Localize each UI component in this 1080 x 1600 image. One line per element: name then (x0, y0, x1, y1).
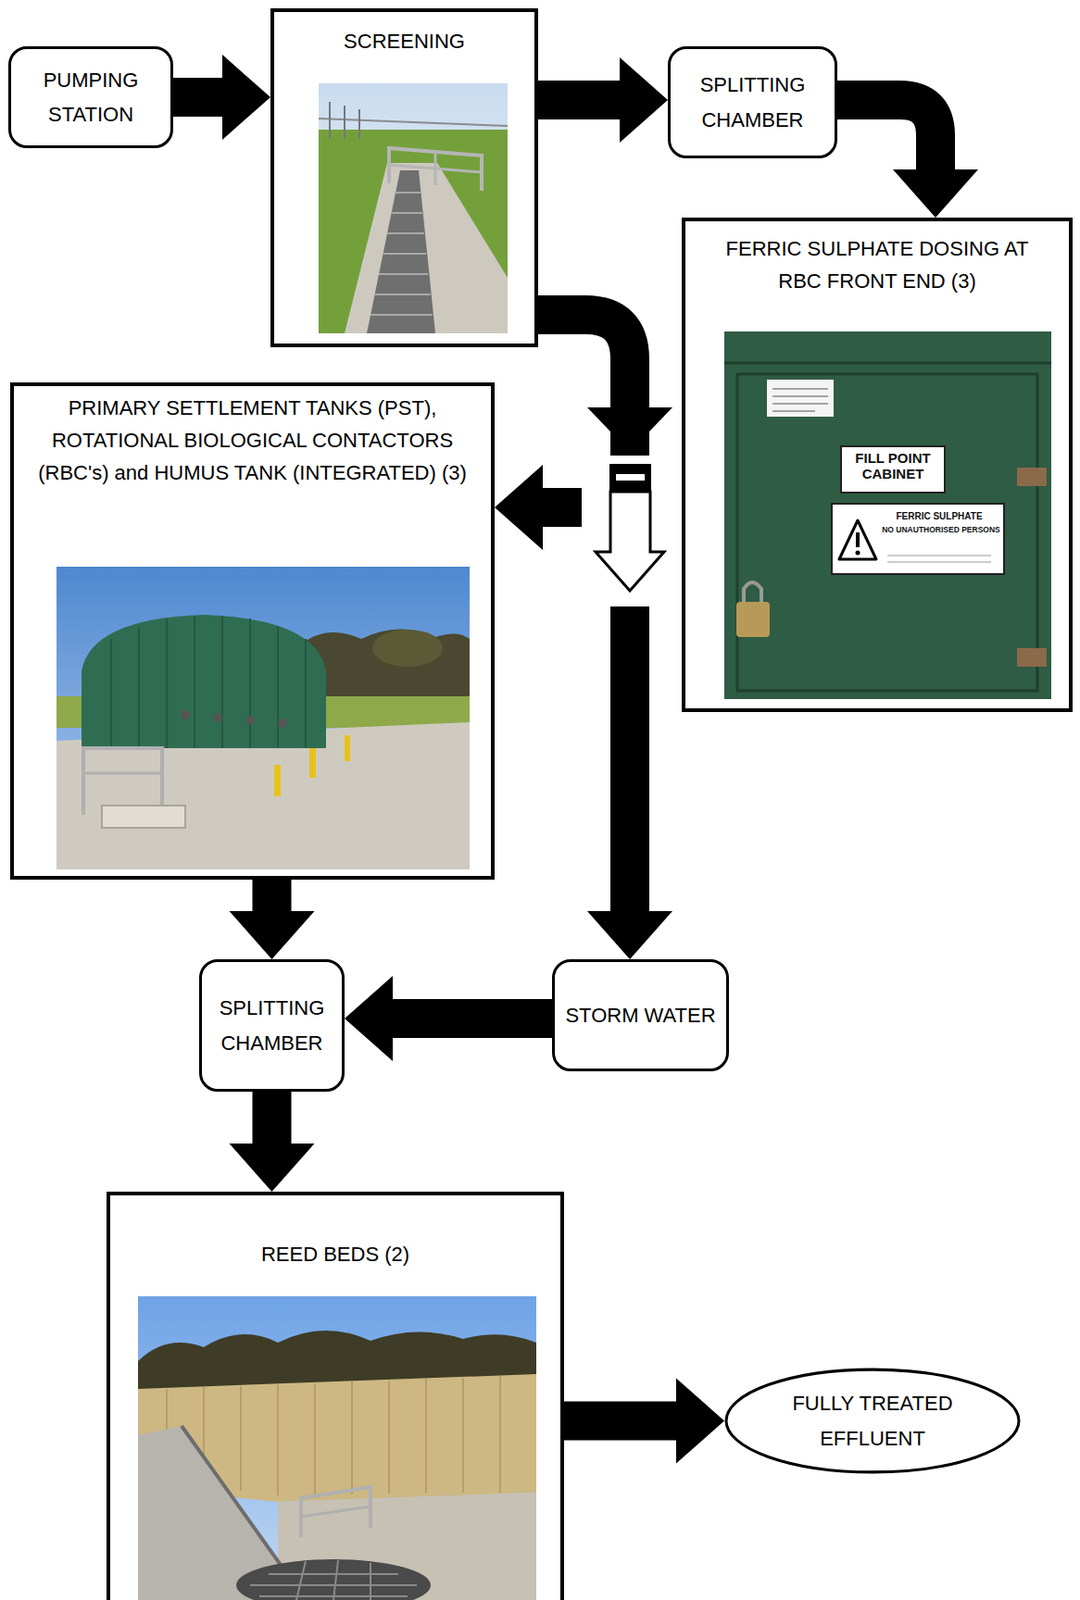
arrow-head (229, 911, 315, 960)
arrow-head (222, 54, 271, 140)
arrow-shaft (252, 1092, 292, 1146)
sign-text: FERRIC SULPHATE (879, 511, 999, 523)
outline-arrow (595, 491, 665, 591)
fence (318, 118, 508, 126)
grate (236, 1559, 431, 1600)
fence-post (343, 105, 346, 139)
warning-mark (855, 551, 861, 556)
arrow-head (619, 57, 668, 143)
sign-text: FILL POINT CABINET (843, 450, 942, 483)
sky (56, 566, 470, 870)
arrow-shaft (390, 999, 553, 1039)
grass (318, 129, 508, 334)
sky (318, 83, 508, 334)
rbc-cover (81, 615, 327, 749)
railing (301, 1487, 371, 1538)
overflow-weir-symbol (581, 407, 686, 607)
padlock-shackle (743, 582, 762, 604)
small-sign (766, 379, 834, 417)
fence-post (328, 101, 331, 139)
flow-arrow (538, 57, 668, 143)
weir-slot (615, 474, 645, 481)
process-box: STORM WATER (552, 959, 729, 1072)
door-edge (724, 362, 1052, 365)
flow-arrow (229, 879, 315, 960)
flow-arrow (344, 976, 553, 1062)
ellipse-outline (724, 1368, 1021, 1475)
arrow-head (494, 464, 543, 551)
flow-arrow (229, 1092, 315, 1193)
chamber-cover (101, 805, 186, 829)
cover-ribs (111, 615, 306, 749)
hinge (1017, 467, 1047, 487)
tree (372, 629, 443, 667)
flow-arrow (538, 314, 673, 960)
railing (389, 148, 482, 191)
arrow-shaft (252, 879, 292, 914)
illegible-print (772, 389, 829, 412)
arrow-shaft (538, 80, 622, 120)
arrow-head (587, 407, 673, 453)
arrow-head (676, 1379, 725, 1465)
hinge (1017, 648, 1047, 667)
node-label: FERRIC SULPHATE DOSING AT RBC FRONT END … (685, 232, 1069, 298)
warning-mark (855, 532, 860, 548)
door-panel (737, 374, 1038, 691)
railing (301, 1506, 371, 1518)
bollard (344, 735, 351, 762)
process-box: PUMPING STATION (8, 46, 174, 149)
arrow-shaft (173, 77, 225, 117)
node-label: SPLITTING CHAMBER (211, 991, 333, 1061)
arrow-head (587, 911, 673, 960)
photo-box: SCREENING (270, 8, 539, 348)
weir-bar (609, 464, 652, 492)
node-label: SPLITTING CHAMBER (679, 67, 826, 138)
node-label: STORM WATER (565, 998, 716, 1033)
ferric-cabinet-photo (724, 331, 1052, 700)
node-label: PUMPING STATION (20, 62, 162, 133)
arrow-head (229, 1143, 315, 1193)
warning-plate (831, 503, 1005, 575)
sign-plate (841, 446, 945, 493)
flow-arrow (837, 100, 979, 218)
bollard (274, 765, 281, 797)
screening-photo (318, 83, 508, 334)
illegible-print (887, 555, 992, 563)
arrow-head (344, 976, 393, 1062)
arrow-shaft (837, 100, 936, 172)
grate-bars (250, 1560, 417, 1600)
railing-post (434, 151, 438, 186)
gap-halo (581, 455, 686, 607)
node-label: SCREENING (274, 25, 535, 58)
reed-beds-photo (138, 1296, 537, 1600)
arrow-shaft (538, 314, 630, 914)
terminal-ellipse: FULLY TREATED EFFLUENT (724, 1368, 1021, 1475)
fence-post (358, 109, 361, 139)
bollard (309, 748, 316, 779)
node-label: FULLY TREATED EFFLUENT (770, 1386, 975, 1457)
rbc-photo (56, 566, 470, 870)
padlock (736, 602, 770, 638)
flow-arrow (173, 54, 271, 140)
flow-arrow (564, 1379, 725, 1465)
node-label: REED BEDS (2) (110, 1238, 561, 1271)
process-box: SPLITTING CHAMBER (667, 46, 838, 159)
grating (366, 170, 436, 334)
railing (83, 772, 163, 776)
photo-box: REED BEDS (2) (106, 1192, 565, 1600)
ellipse-outline (726, 1369, 1019, 1473)
sky (138, 1296, 537, 1600)
arrow-head (892, 169, 979, 218)
photo-box: PRIMARY SETTLEMENT TANKS (PST), ROTATION… (10, 382, 495, 880)
warning-triangle (839, 520, 877, 560)
arrow-shaft (564, 1402, 679, 1442)
node-label: PRIMARY SETTLEMENT TANKS (PST), ROTATION… (13, 391, 491, 490)
cabinet-door (724, 331, 1052, 700)
grating-bars (370, 192, 433, 315)
process-box: SPLITTING CHAMBER (199, 959, 345, 1093)
vents (180, 710, 288, 729)
sign-text: NO UNAUTHORISED PERSONS (879, 526, 1003, 536)
